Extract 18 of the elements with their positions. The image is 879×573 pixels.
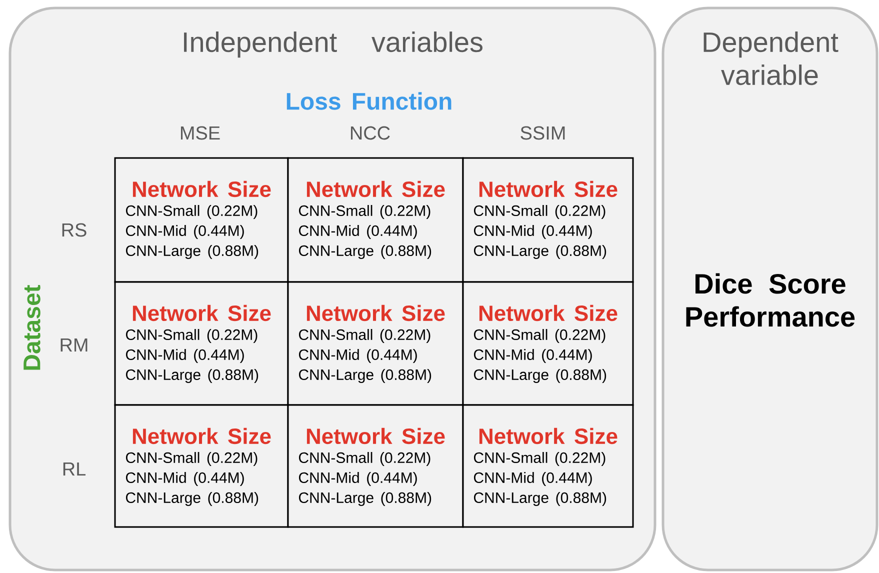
grid-cell: Network Size CNN-Small (0.22M) CNN-Mid (0.44M) CNN-Large (0.88M) (114, 404, 289, 528)
grid-cell: Network Size CNN-Small (0.22M) CNN-Mid (0.44M) CNN-Large (0.88M) (114, 281, 289, 406)
grid-cell: Network Size CNN-Small (0.22M) CNN-Mid (0.44M) CNN-Large (0.88M) (287, 157, 464, 283)
grid-cell: Network Size CNN-Small (0.22M) CNN-Mid (0.44M) CNN-Large (0.88M) (462, 404, 634, 528)
grid-cell: Network Size CNN-Small (0.22M) CNN-Mid (0.44M) CNN-Large (0.88M) (287, 281, 464, 406)
row-header: RS (62, 223, 86, 237)
heading: Dataset (24, 284, 40, 370)
grid-cell: Network Size CNN-Small (0.22M) CNN-Mid (0.44M) CNN-Large (0.88M) (462, 157, 634, 283)
grid-cell: Network Size CNN-Small (0.22M) CNN-Mid (0.44M) CNN-Large (0.88M) (287, 404, 464, 528)
grid-cell: Network Size CNN-Small (0.22M) CNN-Mid (0.44M) CNN-Large (0.88M) (462, 281, 634, 406)
heading: Loss Function (286, 92, 452, 110)
column-header: SSIM (520, 126, 565, 140)
grid-cell: Network Size CNN-Small (0.22M) CNN-Mid (0.44M) CNN-Large (0.88M) (114, 157, 289, 283)
panel: Dependent variable Dice Score Performance (662, 6, 878, 572)
row-header: RM (60, 338, 88, 352)
column-header: MSE (180, 126, 220, 140)
row-header: RL (63, 462, 86, 476)
column-header: NCC (350, 126, 390, 140)
